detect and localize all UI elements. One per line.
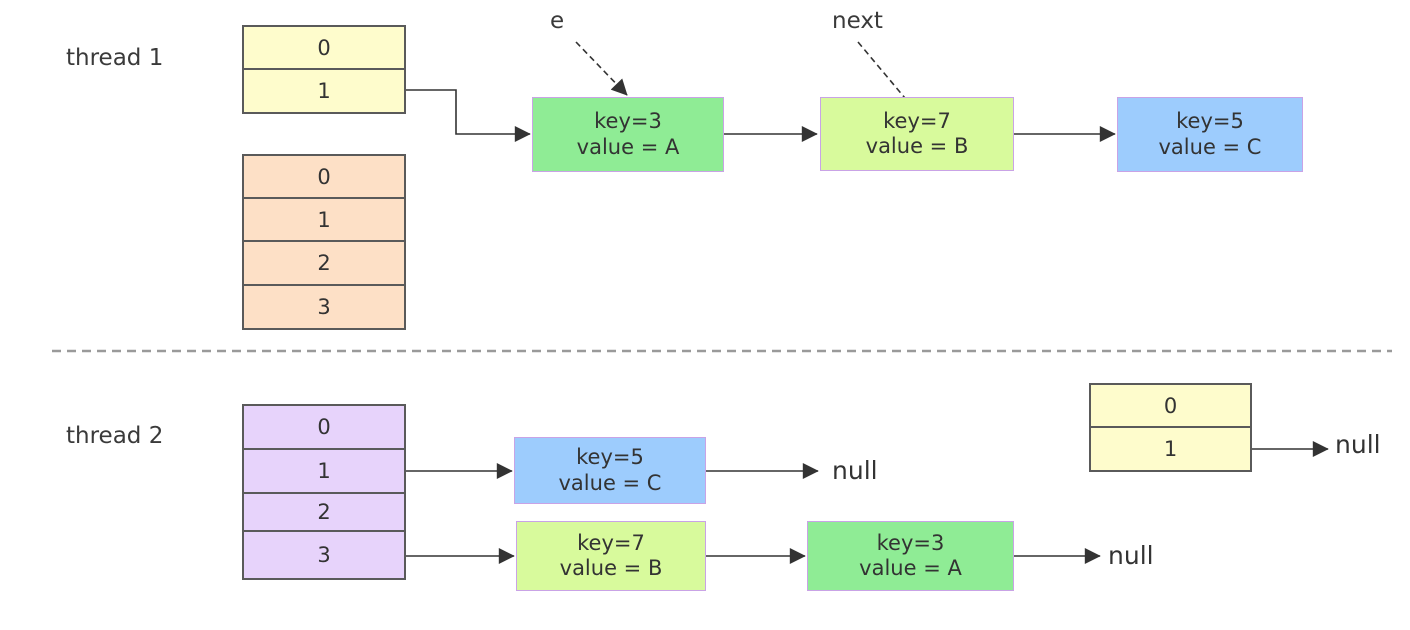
t1-old-bucket-1: 1 — [242, 68, 406, 114]
node-value: value = B — [559, 556, 663, 580]
t1-node-key7: key=7 value = B — [820, 97, 1014, 171]
arrow-t1-bucket1-to-key3 — [406, 89, 531, 142]
node-value: value = C — [1158, 134, 1262, 159]
t2-new-bucket-3: 3 — [242, 530, 406, 580]
t2-oldtable-null: null — [1335, 430, 1381, 459]
node-key: key=5 — [576, 445, 644, 470]
t2-node-key7: key=7 value = B — [516, 521, 706, 591]
t1-new-bucket-0: 0 — [242, 154, 406, 199]
node-key: key=7 — [883, 108, 951, 133]
t2-new-bucket-1: 1 — [242, 448, 406, 494]
node-value: value = B — [865, 134, 969, 158]
t1-new-bucket-1: 1 — [242, 197, 406, 242]
t2-bucket3-null: null — [1108, 541, 1154, 570]
pointer-e-arrow — [575, 41, 628, 96]
node-key: key=7 — [577, 530, 645, 555]
t1-node-key5: key=5 value = C — [1117, 97, 1303, 172]
t1-new-bucket-2: 2 — [242, 240, 406, 286]
t2-node-key3: key=3 value = A — [807, 521, 1014, 591]
node-key: key=5 — [1176, 109, 1244, 134]
node-key: key=3 — [594, 109, 662, 134]
t1-old-bucket-0: 0 — [242, 25, 406, 70]
node-value: value = A — [576, 134, 680, 159]
node-value: value = C — [558, 470, 662, 495]
node-key: key=3 — [876, 530, 945, 555]
t2-new-bucket-0: 0 — [242, 404, 406, 450]
t2-old-bucket-1: 1 — [1089, 426, 1252, 472]
pointer-next-label: next — [832, 8, 883, 34]
t2-node-key5: key=5 value = C — [514, 437, 706, 504]
t1-new-bucket-3: 3 — [242, 284, 406, 330]
t2-new-bucket-2: 2 — [242, 492, 406, 532]
t2-old-bucket-0: 0 — [1089, 383, 1252, 428]
thread-2-label: thread 2 — [66, 423, 164, 449]
pointer-e-label: e — [550, 8, 565, 34]
t2-bucket1-null: null — [832, 456, 878, 485]
t1-node-key3: key=3 value = A — [532, 97, 724, 172]
thread-1-label: thread 1 — [66, 45, 164, 71]
node-value: value = A — [859, 556, 962, 580]
